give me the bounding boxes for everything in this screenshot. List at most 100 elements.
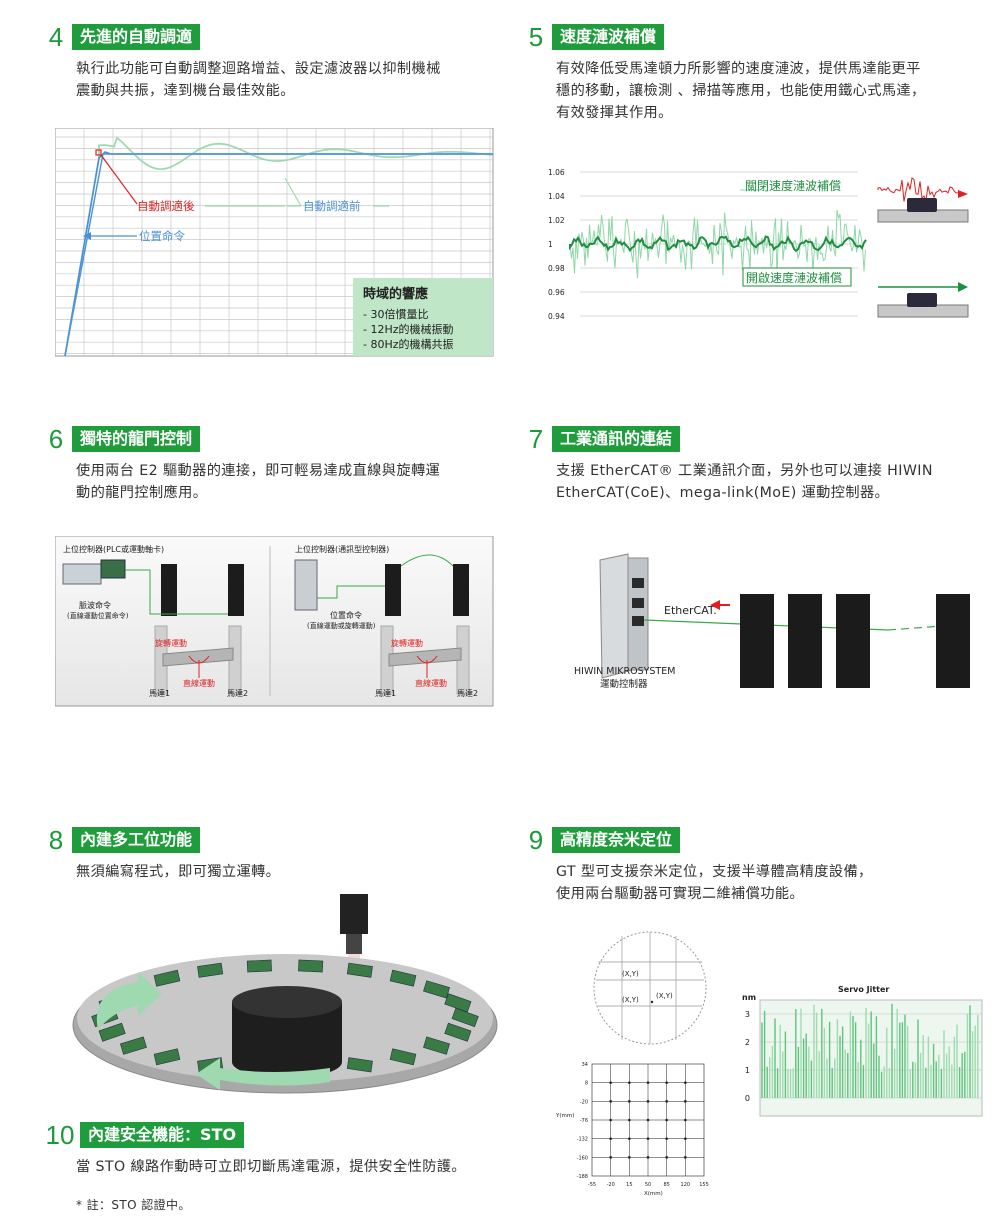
after-tuning-line [64,151,493,357]
desc-line: 無須編寫程式，即可獨立運轉。 [76,864,281,880]
section-number: 5 [528,22,544,52]
grid-xtick: -20 [607,1182,615,1188]
desc-line: 執行此功能可自動調整迴路增益、設定濾波器以抑制機械 [76,61,441,77]
desc-line: 穩的移動，讓檢測 、掃描等應用，也能使用鐵心式馬達， [556,83,926,99]
ytick-label: 0.96 [548,288,565,297]
drive-icon [453,564,469,616]
ytick-label: 1.04 [548,192,565,201]
desc-line: 震動與共振，達到機台最佳效能。 [76,83,295,99]
desc-line: 有效發揮其作用。 [556,105,673,121]
controller-label: HIWIN MIKROSYSTEM [574,666,675,677]
xy-label: (X,Y) [656,992,673,1000]
motor2-label: 馬達2 [457,688,478,698]
plc-icon [62,563,102,585]
grid-xtick: 155 [699,1182,709,1188]
ytick-label: 1 [548,240,553,249]
section-8-desc: 無須編寫程式，即可獨立運轉。 [76,861,506,883]
desc-line: 使用兩台驅動器可實現二維補償功能。 [556,886,804,902]
left-cmd-line: (直線運動位置命令) [67,611,129,620]
ripple-off-line [569,209,866,279]
ethercat-logo: EtherCAT. [664,604,717,617]
desc-line: 當 STO 線路作動時可立即切斷馬達電源，提供安全性防護。 [76,1159,466,1175]
grid-ytick: -160 [577,1155,588,1161]
ytick-label: 1.02 [548,216,565,225]
section-title: 內建多工位功能 [72,827,201,853]
right-cmd-line: 位置命令 [330,610,362,620]
section-7-header: 7 工業通訊的連結 [520,426,681,452]
response-item: - 30倍慣量比 [363,307,428,321]
rotary-table-illustration [72,894,498,1094]
grid-xtick: 85 [663,1182,669,1188]
wafer-icon [593,931,707,1045]
section-5-header: 5 速度漣波補償 [520,22,665,52]
section-4-header: 4 先進的自動調適 [40,24,201,50]
ytick-label: 0.94 [548,312,565,321]
camera-icon [340,894,368,934]
section-number: 10 [45,1120,75,1150]
drive-icon [385,564,401,616]
center-hub [232,986,342,1018]
rotate-label: 旋轉運動 [391,638,423,648]
section-title: 內建安全機能：STO [80,1122,245,1148]
controller-icon [294,559,318,611]
section-number: 9 [528,825,544,855]
drive-icon [936,594,970,688]
section-title: 工業通訊的連結 [552,426,681,452]
desc-line: 支援 EtherCAT® 工業通訊介面，另外也可以連接 HIWIN [556,463,933,479]
jitter-unit: nm [742,993,756,1002]
grid-ytick: -188 [577,1174,588,1180]
grid-xtick: 120 [681,1182,691,1188]
section-number: 8 [48,825,64,855]
grid-ytick: -76 [580,1118,588,1124]
label-before-tuning: 自動調適前 [303,199,361,213]
right-controller-title: 上位控制器(通訊型控制器) [295,544,389,554]
section-6-header: 6 獨特的龍門控制 [40,426,201,452]
response-box [353,278,493,356]
grid-ytick: -132 [577,1137,588,1143]
grid-ytick: 8 [585,1081,588,1087]
desc-line: GT 型可支援奈米定位，支援半導體高精度設備， [556,864,873,880]
section-title: 先進的自動調適 [72,24,201,50]
rotate-arrow-icon [96,972,162,1030]
after-marker [95,149,102,156]
grid-y-label: Y(mm) [555,1113,574,1119]
motor-bottom [907,293,937,307]
rail-top [877,209,969,223]
jitter-title: Servo Jitter [838,985,889,994]
desc-line: EtherCAT(CoE)、mega-link(MoE) 運動控制器。 [556,485,890,501]
linear-label: 直線運動 [415,678,447,688]
linear-label: 直線運動 [183,678,215,688]
motor2-label: 馬達2 [227,688,248,698]
nano-positioning-charts: (X,Y) (X,Y) (X,Y) 34 8 -20 -76 -132 -160 -188 -… [555,931,983,1197]
drive-icon [228,564,244,616]
auto-tune-chart: 自動調適後 自動調適前 位置命令 時域的響應 - 30倍慣量比 - 12Hz的機… [55,128,494,357]
motor1-label: 馬達1 [149,688,170,698]
label-position-command: 位置命令 [139,229,185,243]
section-8-header: 8 內建多工位功能 [40,825,201,855]
grid-xtick: 50 [645,1182,651,1188]
desc-line: 使用兩台 E2 驅動器的連接，即可輕易達成直線與旋轉運 [76,463,441,479]
response-item: - 12Hz的機械振動 [363,322,454,336]
drive-icon [740,594,774,688]
rotate-arrow-icon [196,1058,330,1090]
label-after-tuning: 自動調適後 [137,199,195,213]
xy-label: (X,Y) [622,996,639,1004]
section-9-header: 9 高精度奈米定位 [520,825,681,855]
grid-ytick: -20 [580,1099,588,1105]
section-6-desc: 使用兩台 E2 驅動器的連接，即可輕易達成直線與旋轉運 動的龍門控制應用。 [76,460,506,504]
ytick-label: 0.98 [548,264,565,273]
grid-ytick: 34 [582,1062,588,1068]
controller-label: 運動控制器 [600,678,648,690]
label-ripple-on: 開啟速度漣波補償 [746,270,842,285]
xy-label: (X,Y) [622,970,639,978]
left-controller-title: 上位控制器(PLC或運動軸卡) [63,544,164,554]
desc-line: 有效降低受馬達頓力所影響的速度漣波，提供馬達能更平 [556,61,921,77]
section-title: 高精度奈米定位 [552,827,681,853]
section-5-desc: 有效降低受馬達頓力所影響的速度漣波，提供馬達能更平 穩的移動，讓檢測 、掃描等應… [556,58,986,124]
ethercat-diagram: EtherCAT. HIWIN MIKROSYSTEM 運動控制器 [574,553,970,690]
response-box-title: 時域的響應 [363,286,428,302]
jitter-ytick: 3 [745,1010,750,1019]
section-10-desc: 當 STO 線路作動時可立即切斷馬達電源，提供安全性防護。 [76,1156,516,1178]
motor1-label: 馬達1 [375,688,396,698]
